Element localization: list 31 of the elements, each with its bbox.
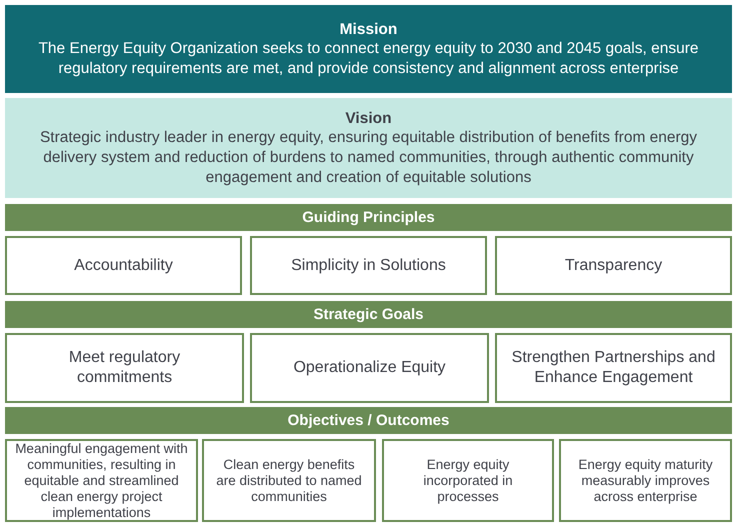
principle-text: Transparency bbox=[564, 256, 664, 276]
objective-text: Energy equity incorporated in processes bbox=[422, 456, 514, 504]
goal-card bbox=[495, 333, 732, 403]
goal-text: Meet regulatory commitments bbox=[68, 348, 182, 388]
goal-card bbox=[250, 333, 489, 403]
vision-banner bbox=[5, 98, 732, 198]
banner-heading: Mission bbox=[340, 20, 398, 38]
banner-statement: The Energy Equity Organization seeks to connect energy equity to 2030 and 2045 goals, ensure regulatory requirements are met, and provide consistency and alignment across enterprise bbox=[37, 38, 700, 78]
section-heading: Guiding Principles bbox=[302, 208, 435, 227]
objective-text: Meaningful engagement with communities, resulting in equitable and streamlined clean energy project implementations bbox=[14, 440, 189, 520]
objective-card bbox=[382, 439, 554, 522]
objective-card bbox=[202, 439, 376, 522]
principle-card bbox=[250, 236, 487, 295]
banner-heading: Vision bbox=[345, 108, 392, 128]
objective-text: Clean energy benefits are distributed to named communities bbox=[215, 456, 363, 504]
section-header-bar bbox=[5, 204, 732, 231]
principle-text: Simplicity in Solutions bbox=[290, 256, 447, 276]
objective-text: Energy equity maturity measurably improves across enterprise bbox=[577, 456, 714, 504]
mission-banner bbox=[5, 5, 732, 93]
section-header-bar bbox=[5, 407, 732, 434]
goal-card bbox=[5, 333, 244, 403]
principle-card bbox=[495, 236, 732, 295]
objective-card bbox=[559, 439, 732, 522]
section-heading: Objectives / Outcomes bbox=[288, 411, 450, 430]
section-heading: Strategic Goals bbox=[313, 305, 424, 324]
principle-card bbox=[5, 236, 242, 295]
banner-statement: Strategic industry leader in energy equity, ensuring equitable distribution of benefits from energy delivery system and reduction of burdens to named communities, through authentic community engagement and creation of equitable solutions bbox=[38, 128, 698, 188]
principle-text: Accountability bbox=[73, 256, 174, 276]
goal-text: Operationalize Equity bbox=[292, 358, 447, 378]
section-header-bar bbox=[5, 301, 732, 328]
goal-text: Strengthen Partnerships and Enhance Engagement bbox=[510, 348, 716, 388]
